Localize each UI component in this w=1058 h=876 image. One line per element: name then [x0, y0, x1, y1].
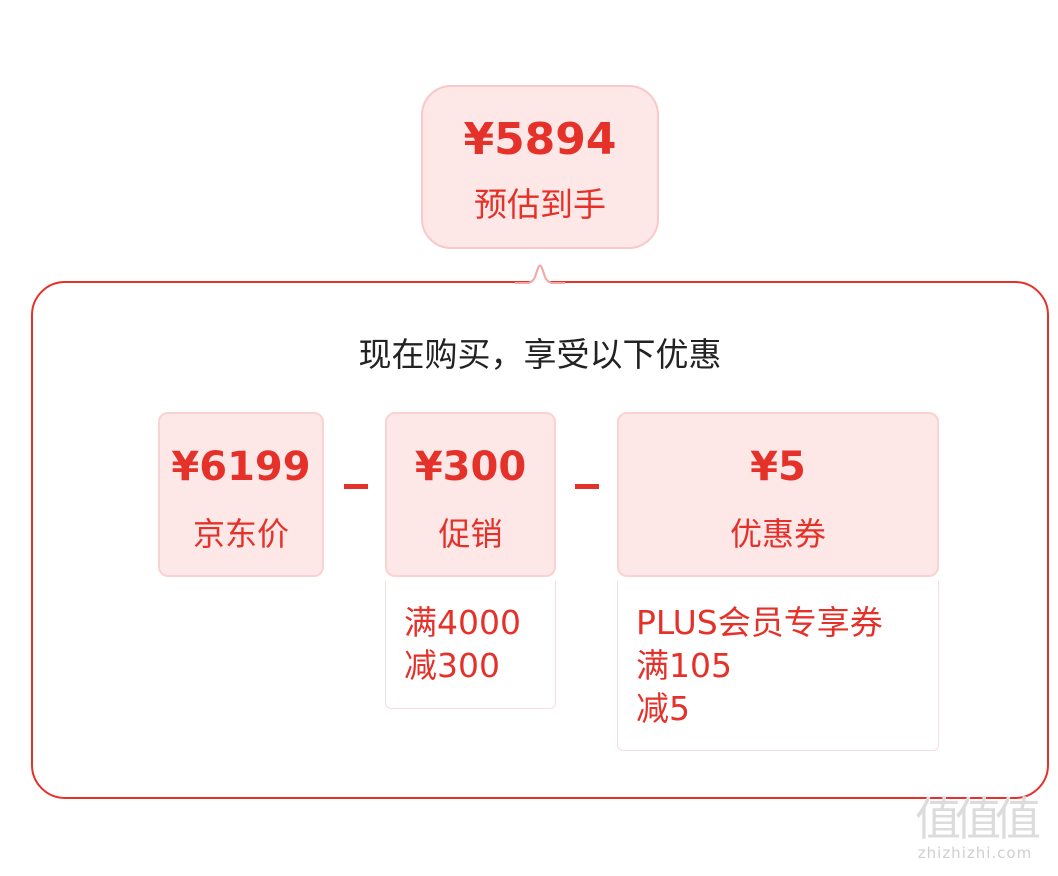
promotion-detail-line: 满4000 — [404, 603, 521, 642]
estimated-price-amount: ¥5894 — [463, 114, 617, 165]
coupon-label: 优惠券 — [729, 515, 826, 553]
coupon-amount: ¥5 — [750, 444, 806, 490]
site-watermark: 值值值 zhizhizhi.com — [900, 794, 1050, 868]
minus-icon — [344, 484, 368, 489]
coupon-box: ¥5 优惠券 — [617, 412, 939, 577]
promotion-box: ¥300 促销 — [385, 412, 556, 577]
jd-price-box: ¥6199 京东价 — [158, 412, 324, 577]
jd-price-amount: ¥6199 — [171, 444, 311, 490]
coupon-detail: PLUS会员专享券 满105 减5 — [617, 581, 939, 751]
promotion-amount: ¥300 — [414, 444, 527, 490]
coupon-detail-line: PLUS会员专享券 — [636, 603, 883, 642]
panel-pointer-icon — [513, 264, 567, 284]
estimated-price-bubble: ¥5894 预估到手 — [421, 85, 659, 249]
panel-headline: 现在购买，享受以下优惠 — [358, 335, 722, 374]
promotion-detail-line: 减300 — [404, 646, 500, 685]
promotion-label: 促销 — [438, 515, 503, 553]
coupon-detail-line: 满105 — [636, 646, 732, 685]
minus-icon — [575, 484, 599, 489]
watermark-text: zhizhizhi.com — [917, 844, 1033, 862]
watermark-logo: 值值值 — [915, 792, 1041, 846]
estimated-price-label: 预估到手 — [474, 185, 606, 224]
jd-price-label: 京东价 — [192, 515, 289, 553]
coupon-detail-line: 减5 — [636, 689, 690, 728]
promotion-detail: 满4000 减300 — [385, 581, 556, 709]
